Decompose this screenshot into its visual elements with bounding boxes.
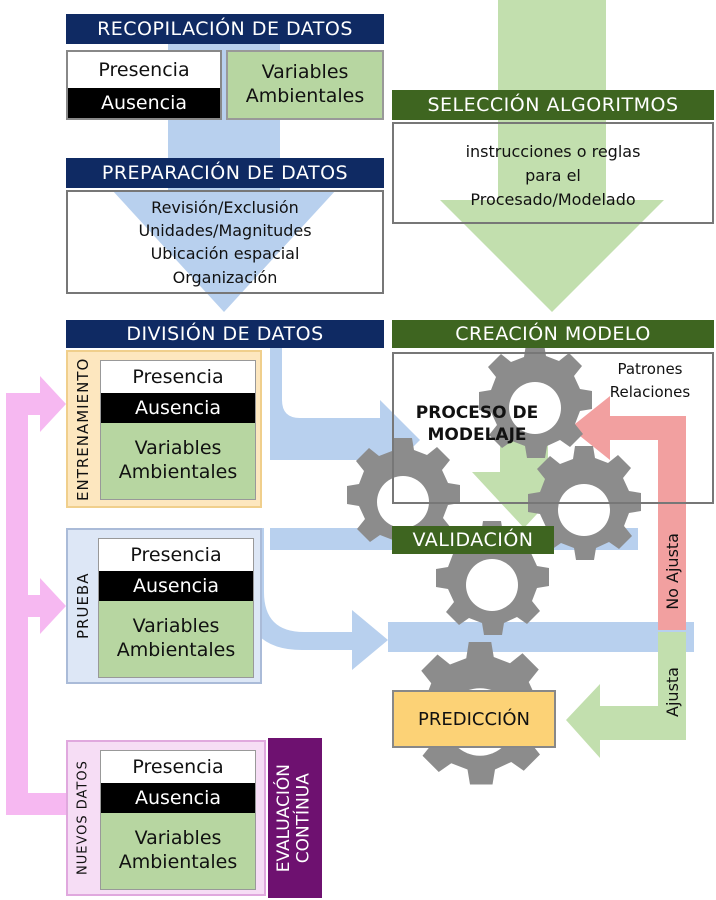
environmental-variables-label: Variables Ambientales [226, 50, 384, 120]
data-collection-header: RECOPILACIÓN DE DATOS [66, 14, 384, 44]
algorithm-text-line-1: instrucciones o reglas [465, 142, 641, 161]
validation-title: VALIDACIÓN [412, 529, 534, 551]
training-variables: Variables Ambientales [101, 423, 255, 499]
model-creation-header: CREACIÓN MODELO [392, 320, 714, 348]
data-split-header: DIVISIÓN DE DATOS [66, 320, 384, 348]
algorithm-text-line-2: para el [525, 166, 581, 185]
patterns-relations-text: Patrones Relaciones [590, 358, 710, 403]
data-collection-title: RECOPILACIÓN DE DATOS [97, 18, 353, 40]
algorithm-text-line-3: Procesado/Modelado [470, 190, 636, 209]
modeling-process-label: PROCESO DE MODELAJE [402, 402, 552, 446]
data-collection-occurrence-box: Presencia Ausencia [66, 50, 222, 120]
new-data-table: Presencia Ausencia Variables Ambientales [100, 750, 256, 890]
relations-label: Relaciones [609, 382, 691, 401]
gear-icon [479, 344, 592, 458]
no-fit-label: No Ajusta [662, 532, 682, 610]
gear-icon [436, 521, 549, 635]
new-data-absence: Ausencia [101, 783, 255, 813]
continuous-evaluation-box: EVALUACIÓN CONTÍNUA [268, 738, 322, 898]
training-set-box: ENTRENAMIENTO Presencia Ausencia Variabl… [66, 350, 262, 508]
new-data-box: NUEVOS DATOS Presencia Ausencia Variable… [66, 740, 266, 896]
new-data-presence: Presencia [101, 751, 255, 783]
training-absence: Ausencia [101, 393, 255, 423]
continuous-evaluation-label: EVALUACIÓN CONTÍNUA [274, 763, 314, 873]
data-preparation-title: PREPARACIÓN DE DATOS [101, 162, 349, 184]
prep-item-units: Unidades/Magnitudes [138, 221, 312, 241]
fit-to-prediction-arrow [566, 632, 686, 758]
no-fit-feedback-arrow [570, 396, 686, 630]
fit-label-wrap: Ajusta [658, 652, 686, 732]
new-data-variables: Variables Ambientales [101, 813, 255, 889]
testing-variables: Variables Ambientales [99, 601, 253, 677]
algorithm-selection-header: SELECCIÓN ALGORITMOS [392, 90, 714, 120]
testing-presence: Presencia [99, 539, 253, 571]
new-data-label: NUEVOS DATOS [75, 760, 91, 876]
model-creation-title: CREACIÓN MODELO [455, 323, 651, 345]
testing-set-box: PRUEBA Presencia Ausencia Variables Ambi… [66, 528, 262, 684]
prep-item-review: Revisión/Exclusión [151, 198, 299, 217]
fit-label: Ajusta [662, 667, 682, 717]
algorithm-selection-box: instrucciones o reglas para el Procesado… [392, 122, 714, 224]
training-data-table: Presencia Ausencia Variables Ambientales [100, 360, 256, 500]
model-creation-box [392, 352, 714, 504]
testing-data-table: Presencia Ausencia Variables Ambientales [98, 538, 254, 678]
patterns-label: Patrones [617, 360, 683, 378]
training-to-model-arrow [270, 345, 420, 480]
training-presence: Presencia [101, 361, 255, 393]
testing-absence: Ausencia [99, 571, 253, 601]
gear-icon [528, 446, 641, 560]
testing-label: PRUEBA [74, 572, 92, 640]
continuous-evaluation-line-2: CONTÍNUA [294, 772, 314, 864]
testing-to-validation-arrow [244, 528, 388, 670]
prep-item-location: Ubicación espacial [150, 244, 300, 264]
prediction-title: PREDICCIÓN [418, 708, 530, 730]
presence-label: Presencia [68, 52, 220, 88]
environmental-variables-text: Variables Ambientales [245, 61, 365, 107]
prep-item-organization: Organización [172, 267, 278, 287]
training-label: ENTRENAMIENTO [74, 357, 92, 501]
validation-header: VALIDACIÓN [392, 526, 554, 554]
validation-output-band [388, 622, 694, 652]
modeling-process-line-1: PROCESO DE [415, 403, 539, 423]
no-fit-label-wrap: No Ajusta [658, 515, 686, 627]
prediction-box: PREDICCIÓN [392, 690, 556, 748]
continuous-evaluation-line-1: EVALUACIÓN [274, 763, 295, 873]
algorithm-selection-title: SELECCIÓN ALGORITMOS [427, 94, 679, 116]
data-split-title: DIVISIÓN DE DATOS [126, 323, 324, 345]
modeling-process-line-2: MODELAJE [427, 425, 527, 446]
continuous-evaluation-loop [6, 376, 70, 815]
data-preparation-box: Revisión/Exclusión Unidades/Magnitudes U… [66, 190, 384, 294]
data-preparation-header: PREPARACIÓN DE DATOS [66, 158, 384, 188]
absence-label: Ausencia [68, 88, 220, 118]
